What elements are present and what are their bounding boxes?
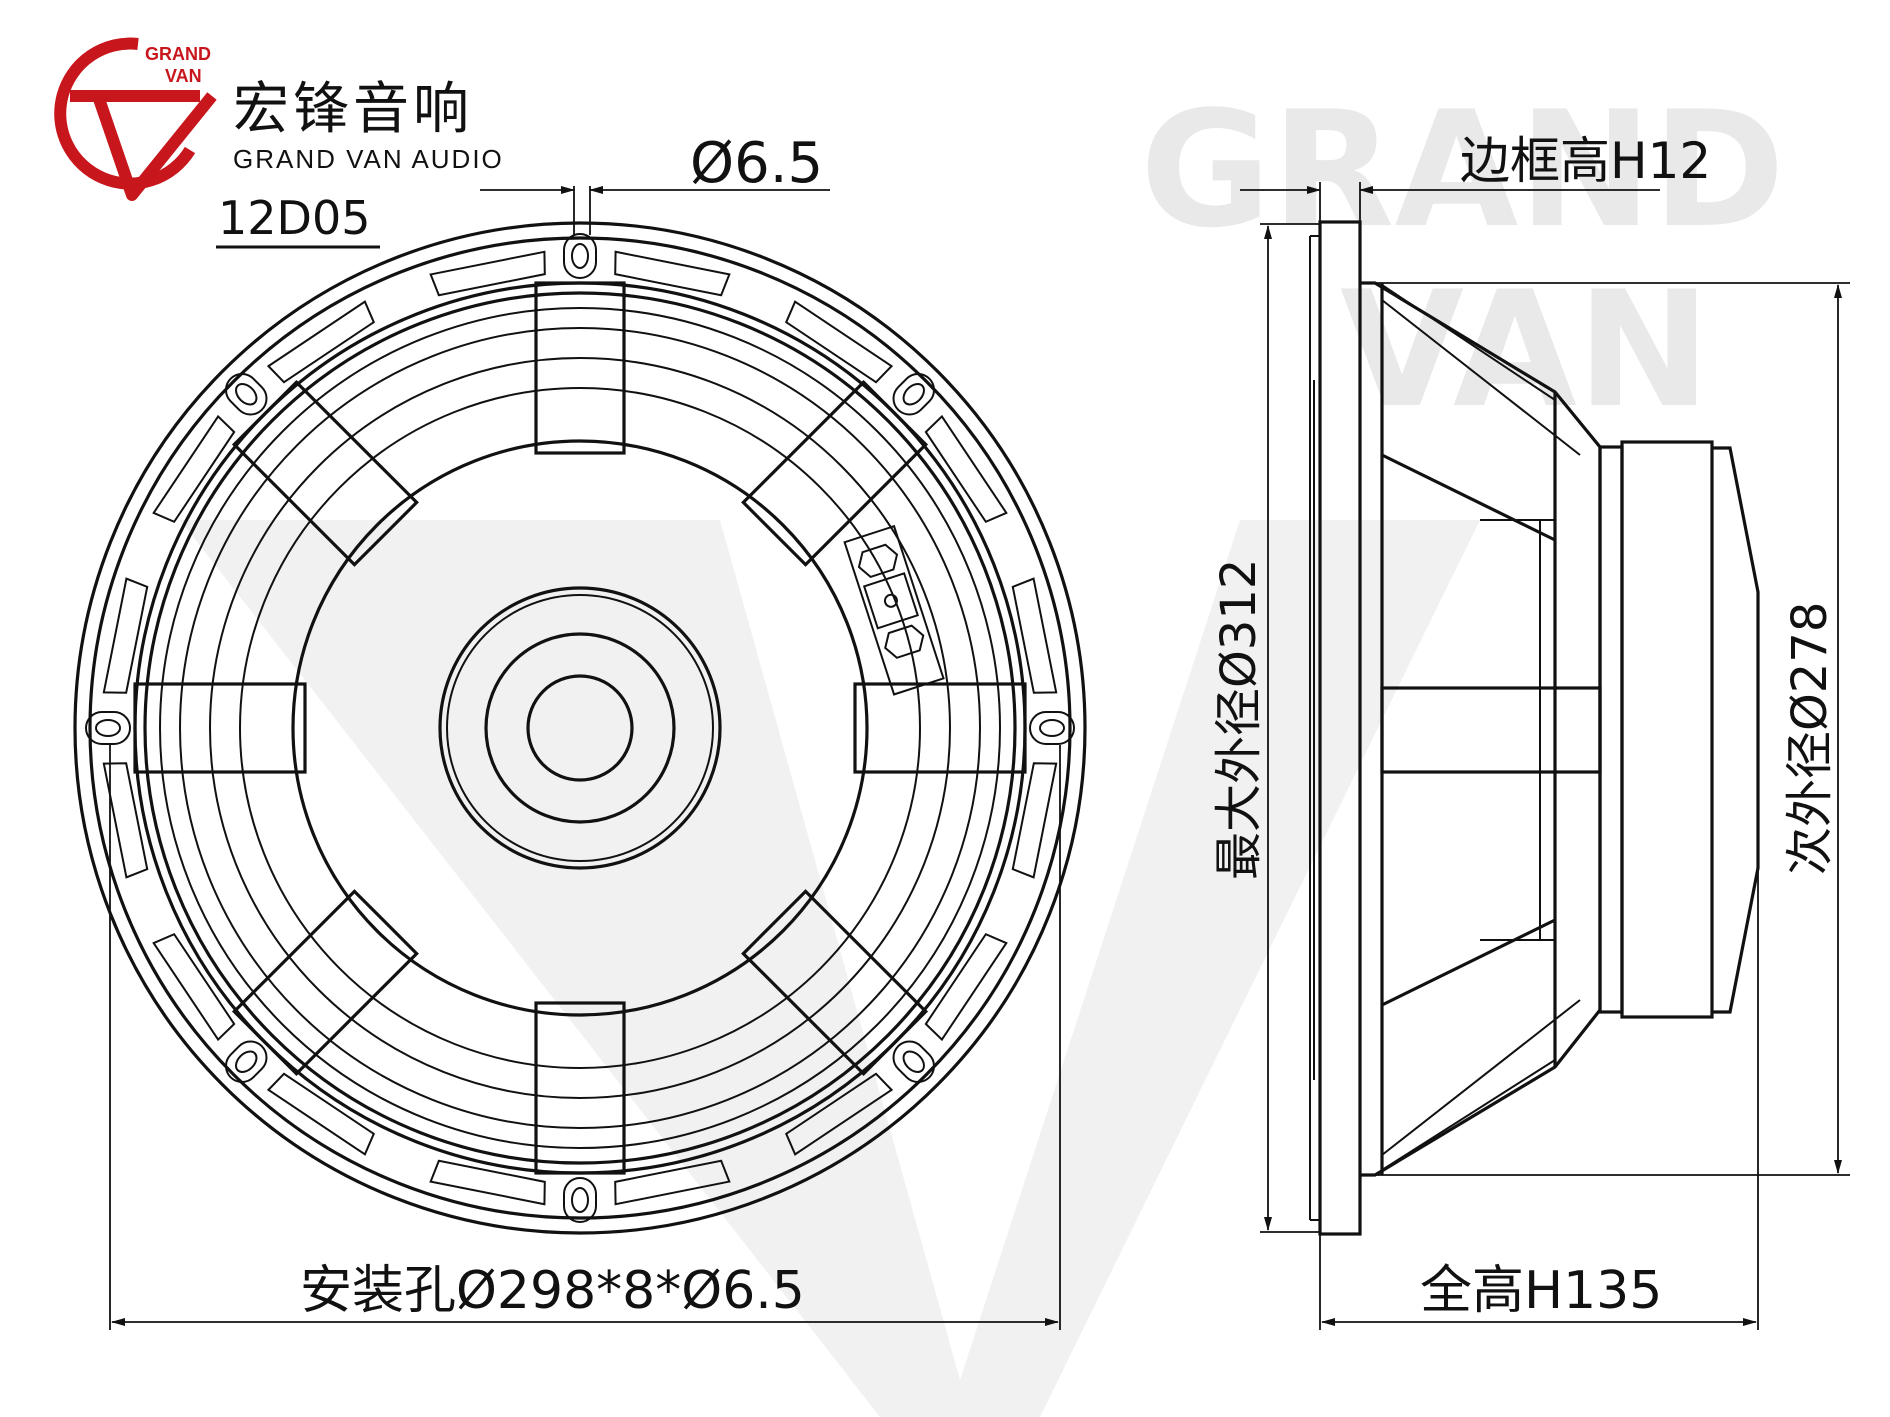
side-spoke-middle — [1380, 686, 1602, 774]
watermark-line2: VAN — [1340, 256, 1711, 443]
dim-max-outer-diameter: 最大外径Ø312 — [1211, 559, 1267, 880]
mounting-hole — [892, 373, 935, 416]
basket-spoke — [741, 379, 929, 567]
dim-total-height: 全高H135 — [1420, 1261, 1662, 1321]
frame-slot — [429, 1159, 546, 1206]
side-spoke-top — [1381, 284, 1581, 456]
frame-outer-ring — [73, 221, 1087, 1235]
frame-slot — [102, 577, 149, 694]
frame-slot — [1011, 577, 1058, 694]
side-view — [1309, 220, 1760, 1236]
frame-slot — [614, 250, 731, 297]
mounting-hole — [225, 1040, 268, 1083]
frame-slot — [784, 1072, 894, 1156]
magnet-outer — [291, 439, 869, 1017]
cone-ring-2 — [179, 327, 981, 1129]
mounting-hole — [225, 373, 268, 416]
front-view — [73, 221, 1087, 1235]
frame-slot — [924, 414, 1008, 524]
brand-logo: GRAND VAN 宏锋音响 GRAND VAN AUDIO 12D05 — [54, 37, 504, 249]
model-number: 12D05 — [218, 191, 371, 245]
brand-name-en: GRAND VAN AUDIO — [233, 144, 504, 174]
basket-spoke — [231, 889, 419, 1077]
frame-inner-ring — [88, 236, 1072, 1220]
frame-slots — [102, 250, 1058, 1206]
frame-slot — [614, 1159, 731, 1206]
watermark-logo-shape — [180, 520, 1480, 1417]
cone-ring-3 — [209, 357, 951, 1099]
cone-ring-4 — [239, 387, 921, 1069]
side-spoke-bottom — [1381, 999, 1581, 1171]
watermark: GRAND VAN — [180, 76, 1785, 1417]
frame-slot — [429, 250, 546, 297]
logo-text-bottom: VAN — [165, 66, 202, 86]
cone-ring-1 — [159, 307, 1001, 1149]
frame-slot — [266, 1072, 376, 1156]
side-magnet — [1598, 445, 1624, 1014]
frame-slot — [266, 300, 376, 384]
frame-slot — [152, 932, 236, 1042]
side-frame-flange — [1318, 220, 1362, 1236]
side-magnet-body — [1620, 440, 1714, 1019]
magnet-plate — [438, 586, 722, 870]
basket-spoke — [231, 379, 419, 567]
magnet-inner-ring — [446, 594, 714, 862]
frame-slot — [924, 932, 1008, 1042]
vent-hole — [526, 674, 634, 782]
logo-text-top: GRAND — [145, 44, 211, 64]
mounting-hole — [1029, 711, 1075, 745]
surround-ring — [143, 291, 1017, 1165]
brand-name-cn: 宏锋音响 — [233, 77, 473, 142]
terminal-block — [843, 524, 945, 696]
mounting-holes — [85, 233, 1075, 1223]
logo-v-icon — [70, 90, 217, 201]
basket-spoke — [534, 1001, 626, 1175]
basket-spoke — [853, 682, 1027, 774]
basket-spoke — [133, 682, 307, 774]
basket-spoke — [741, 889, 929, 1077]
mounting-hole — [563, 233, 597, 279]
dim-mounting-holes: 安装孔Ø298*8*Ø6.5 — [300, 1261, 805, 1321]
watermark-line1: GRAND — [1140, 76, 1785, 263]
mounting-hole — [892, 1040, 935, 1083]
pole-ring — [484, 632, 676, 824]
frame-slot — [1011, 762, 1058, 879]
dim-hole-diameter: Ø6.5 — [690, 131, 823, 196]
mounting-hole — [85, 711, 131, 745]
frame-slot — [152, 414, 236, 524]
basket-spoke — [534, 281, 626, 455]
mounting-hole — [563, 1177, 597, 1223]
frame-slot — [784, 300, 894, 384]
dimension-annotations: Ø6.5 边框高H12 最大外径Ø312 次外径Ø278 安装孔Ø298*8*Ø… — [109, 131, 1850, 1330]
dim-frame-height: 边框高H12 — [1460, 132, 1711, 190]
logo-g-icon — [54, 37, 196, 190]
basket-spokes — [133, 281, 1027, 1175]
frame-slot — [102, 762, 149, 879]
side-magnet-back — [1712, 446, 1760, 1014]
dim-secondary-outer-diameter: 次外径Ø278 — [1782, 602, 1838, 875]
